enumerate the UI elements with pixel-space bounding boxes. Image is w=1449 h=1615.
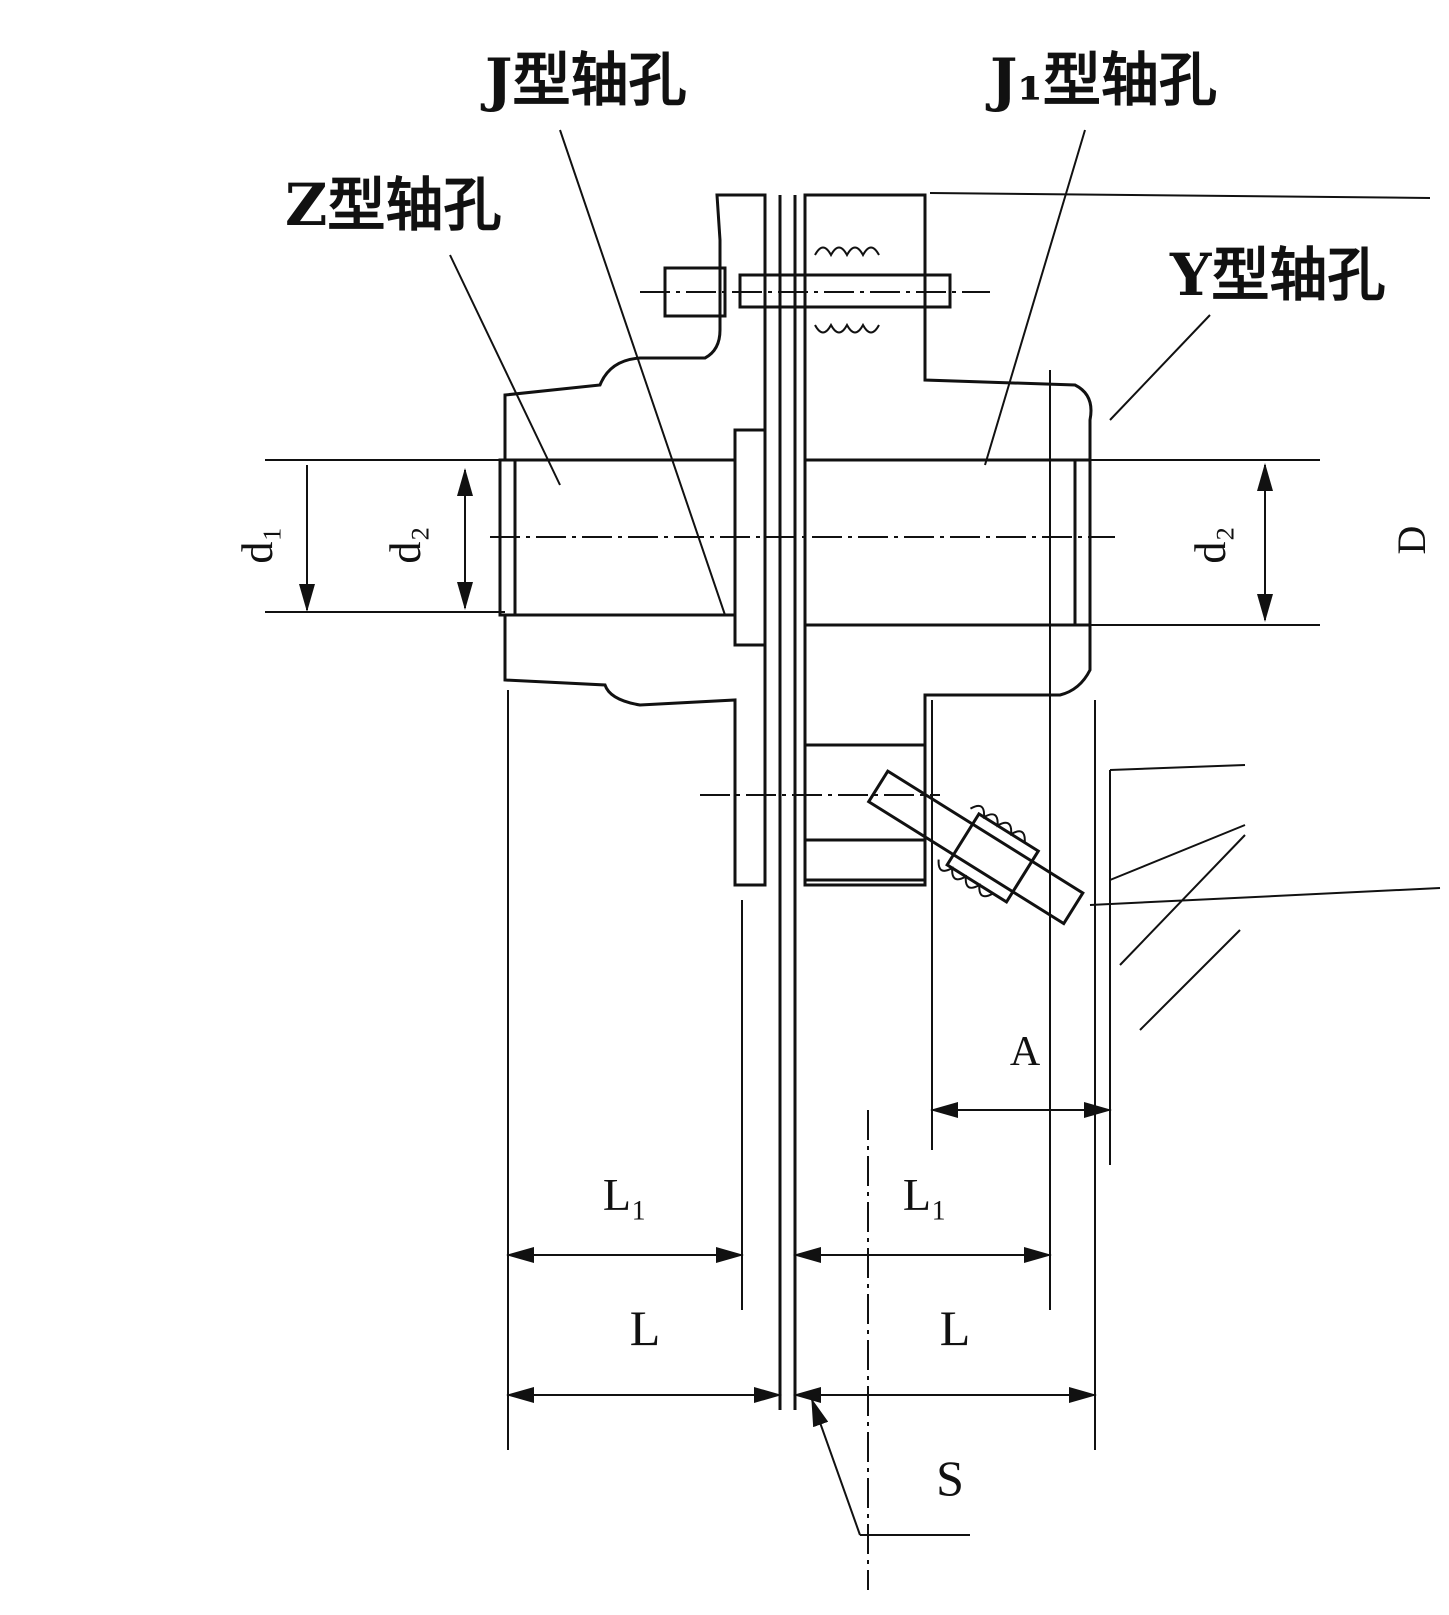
dim-d2-right: d₂ xyxy=(1186,526,1235,563)
extension-lines xyxy=(265,192,1441,1450)
label-z-bore: Z型轴孔 xyxy=(285,171,501,239)
top-bolt xyxy=(640,246,990,334)
dimension-lines xyxy=(299,463,1273,1403)
dim-L-right: L xyxy=(940,1300,971,1356)
dim-L1-left: L₁ xyxy=(603,1169,647,1220)
dim-D: D xyxy=(1389,526,1434,555)
dim-d2-left: d₂ xyxy=(381,526,430,563)
dim-A: A xyxy=(1010,1029,1041,1075)
dim-S: S xyxy=(936,1450,964,1506)
label-j-bore: J型轴孔 xyxy=(480,46,686,114)
dim-L-left: L xyxy=(630,1300,661,1356)
bottom-bolt xyxy=(866,769,1085,926)
leader-lines xyxy=(449,129,1211,1536)
dim-L1-right: L₁ xyxy=(903,1169,947,1220)
right-hub xyxy=(803,193,1093,887)
label-j1-bore: J₁型轴孔 xyxy=(985,46,1217,114)
label-y-bore: Y型轴孔 xyxy=(1169,241,1385,309)
dim-d1: d₁ xyxy=(233,526,282,563)
